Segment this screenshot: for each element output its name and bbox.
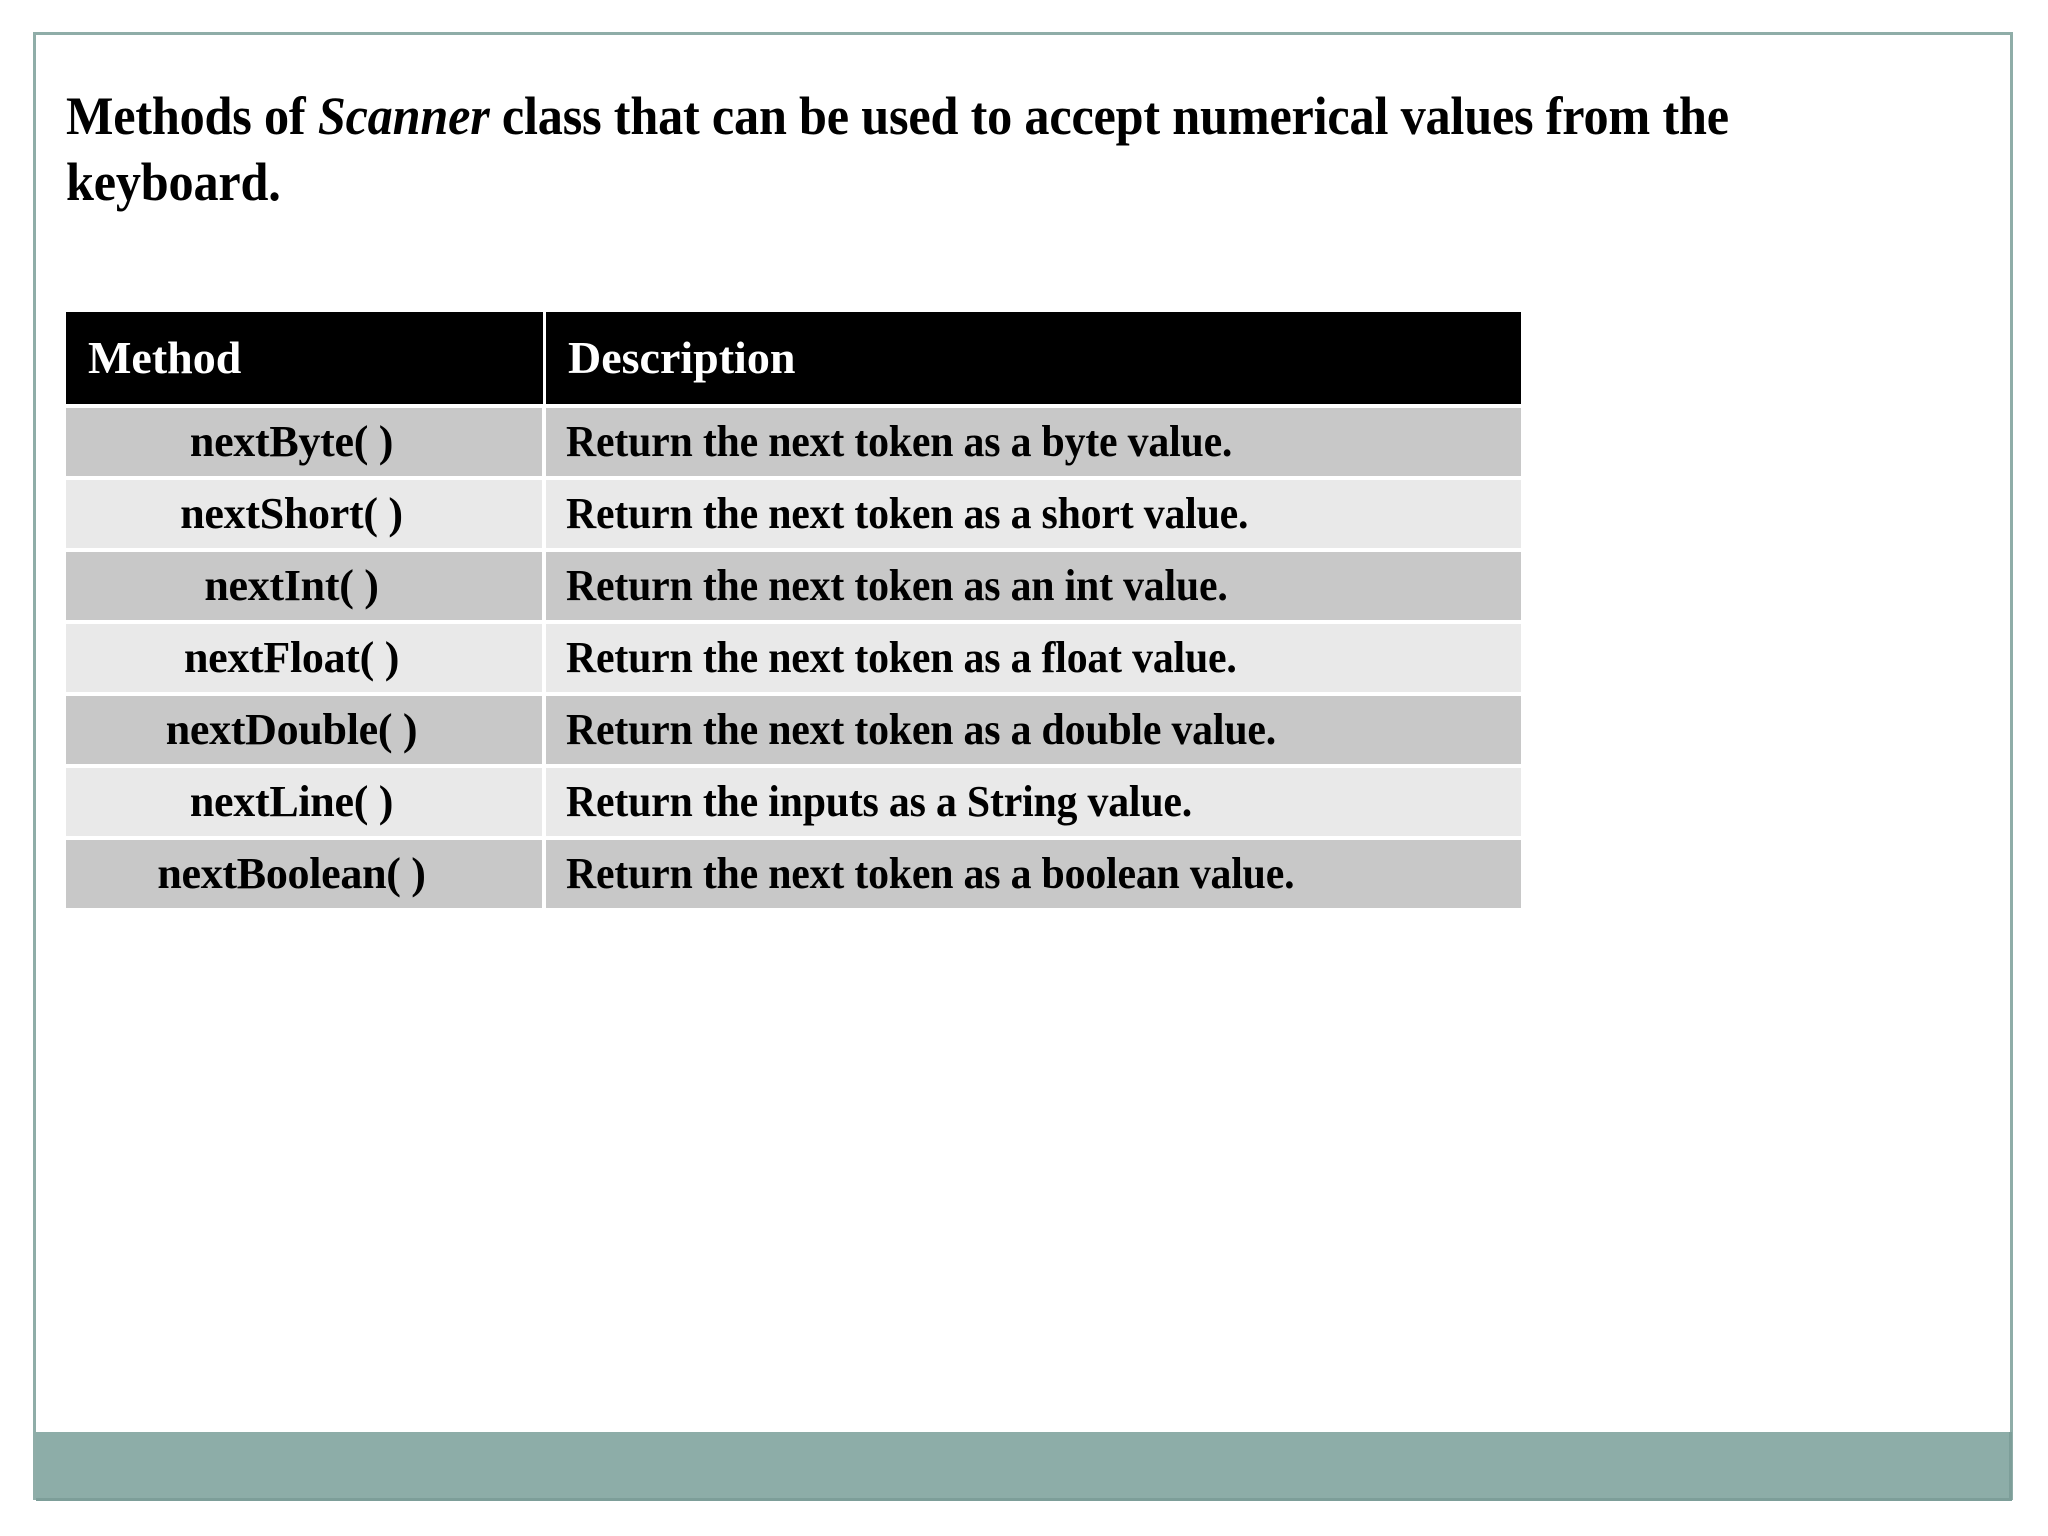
cell-method-name: nextLine( ) — [66, 764, 546, 836]
cell-method-description-text: Return the next token as a float value. — [566, 633, 1237, 682]
table-row: nextByte( ) Return the next token as a b… — [66, 404, 1521, 476]
cell-method-description-text: Return the next token as a short value. — [566, 489, 1249, 538]
column-header-description: Description — [546, 312, 1521, 404]
cell-method-name: nextInt( ) — [66, 548, 546, 620]
cell-method-description-text: Return the next token as a boolean value… — [566, 849, 1295, 898]
cell-method-description-text: Return the next token as an int value. — [566, 561, 1228, 610]
cell-method-description: Return the next token as a byte value. — [546, 404, 1521, 476]
cell-method-name: nextByte( ) — [66, 404, 546, 476]
table-row: nextInt( ) Return the next token as an i… — [66, 548, 1521, 620]
title-prefix: Methods of — [66, 86, 318, 147]
table-row: nextShort( ) Return the next token as a … — [66, 476, 1521, 548]
cell-method-description: Return the next token as a float value. — [546, 620, 1521, 692]
title-emphasis-scanner: Scanner — [317, 86, 490, 147]
table-row: nextLine( ) Return the inputs as a Strin… — [66, 764, 1521, 836]
cell-method-description: Return the inputs as a String value. — [546, 764, 1521, 836]
cell-method-name: nextDouble( ) — [66, 692, 546, 764]
cell-method-description-text: Return the next token as a double value. — [566, 705, 1277, 754]
page-title: Methods of Scanner class that can be use… — [66, 84, 1833, 216]
cell-method-name: nextBoolean( ) — [66, 836, 546, 908]
column-header-method: Method — [66, 312, 546, 404]
footer-accent-band — [36, 1432, 2012, 1501]
table-header: Method Description — [66, 312, 1521, 404]
cell-method-name: nextShort( ) — [66, 476, 546, 548]
cell-method-description: Return the next token as a boolean value… — [546, 836, 1521, 908]
table-row: nextDouble( ) Return the next token as a… — [66, 692, 1521, 764]
title-suffix: class that can be used to accept numeric… — [66, 86, 1729, 213]
table-header-row: Method Description — [66, 312, 1521, 404]
cell-method-description: Return the next token as a short value. — [546, 476, 1521, 548]
table-row: nextFloat( ) Return the next token as a … — [66, 620, 1521, 692]
cell-method-description: Return the next token as an int value. — [546, 548, 1521, 620]
table-body: nextByte( ) Return the next token as a b… — [66, 404, 1521, 908]
cell-method-description-text: Return the inputs as a String value. — [566, 777, 1193, 826]
cell-method-name: nextFloat( ) — [66, 620, 546, 692]
scanner-methods-table: Method Description nextByte( ) Return th… — [66, 312, 1521, 908]
cell-method-description-text: Return the next token as a byte value. — [566, 417, 1233, 466]
cell-method-description: Return the next token as a double value. — [546, 692, 1521, 764]
table-row: nextBoolean( ) Return the next token as … — [66, 836, 1521, 908]
